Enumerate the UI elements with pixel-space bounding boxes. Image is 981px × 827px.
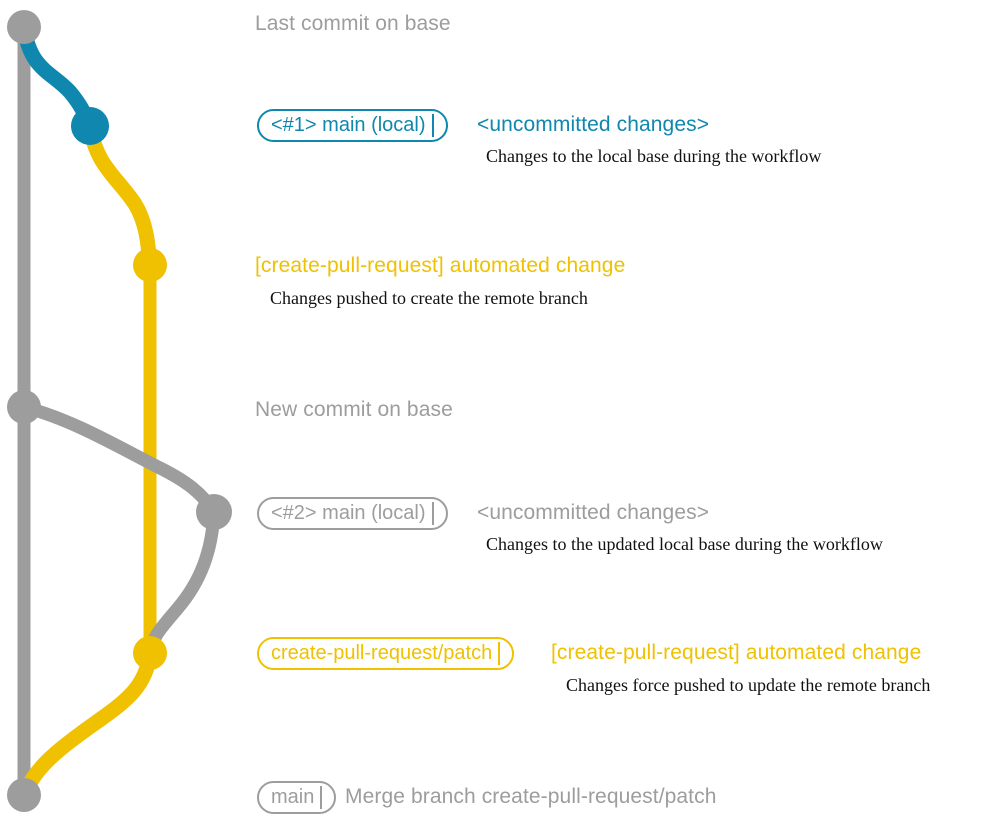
commit-headline-patch-2: [create-pull-request] automated change bbox=[551, 641, 922, 664]
ref-badge-label: create-pull-request/patch bbox=[271, 642, 493, 664]
ref-badge-create-pull-request-patch[interactable]: create-pull-request/patch bbox=[257, 637, 515, 670]
commit-headline-base-last: Last commit on base bbox=[255, 12, 451, 35]
ref-badge-main-local-1[interactable]: <#1> main (local) bbox=[257, 109, 448, 142]
ref-badge-label: <#2> main (local) bbox=[271, 502, 426, 524]
commit-node-patch-2 bbox=[133, 636, 167, 670]
commit-node-local-2 bbox=[196, 494, 232, 530]
commit-node-patch-1 bbox=[133, 248, 167, 282]
commit-headline-merge: Merge branch create-pull-request/patch bbox=[345, 785, 717, 808]
ref-badge-label: main bbox=[271, 786, 315, 808]
commit-headline-local-2: <uncommitted changes> bbox=[477, 501, 710, 524]
ref-badge-tick-icon bbox=[498, 642, 501, 665]
commit-headline-base-new: New commit on base bbox=[255, 398, 453, 421]
ref-badge-tick-icon bbox=[320, 786, 323, 809]
commit-headline-patch-1: [create-pull-request] automated change bbox=[255, 254, 626, 277]
edge-local1-to-patch1 bbox=[82, 118, 158, 273]
commit-node-merge bbox=[7, 778, 41, 812]
commit-node-base-last bbox=[7, 10, 41, 44]
commit-description-local-2: Changes to the updated local base during… bbox=[486, 534, 883, 554]
edge-patch2-to-merge bbox=[16, 645, 158, 803]
ref-badge-main[interactable]: main bbox=[257, 781, 337, 814]
commit-nodes bbox=[7, 10, 232, 812]
ref-badge-label: <#1> main (local) bbox=[271, 114, 426, 136]
edge-base-to-local2 bbox=[17, 400, 221, 519]
commit-node-base-new bbox=[7, 390, 41, 424]
commit-node-local-1 bbox=[71, 107, 109, 145]
commit-description-local-1: Changes to the local base during the wor… bbox=[486, 146, 822, 166]
ref-badge-main-local-2[interactable]: <#2> main (local) bbox=[257, 497, 448, 530]
ref-badge-tick-icon bbox=[431, 114, 434, 137]
ref-badge-tick-icon bbox=[431, 502, 434, 525]
commit-headline-local-1: <uncommitted changes> bbox=[477, 113, 710, 136]
commit-description-patch-2: Changes force pushed to update the remot… bbox=[566, 675, 931, 695]
commit-description-patch-1: Changes pushed to create the remote bran… bbox=[270, 288, 588, 308]
